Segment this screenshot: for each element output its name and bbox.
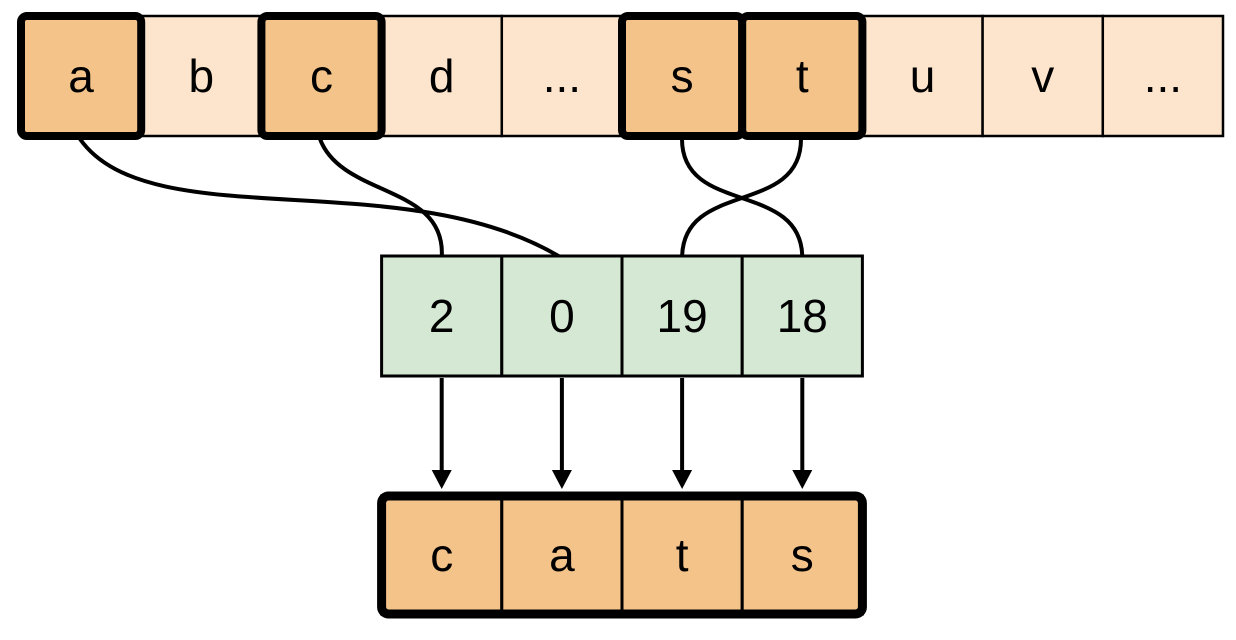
index-cell-2 xyxy=(380,254,504,378)
edge-a-to-0 xyxy=(78,137,563,260)
output-letter-s: s xyxy=(791,529,814,581)
alphabet-cell-d xyxy=(380,14,504,138)
output-letter-a: a xyxy=(549,529,575,581)
alphabet-label-v: v xyxy=(1031,50,1054,102)
edge-c-to-2 xyxy=(318,138,444,259)
arrow-head-3 xyxy=(672,470,693,489)
alphabet-cell-a-highlighted xyxy=(17,12,146,140)
output-letter-c: c xyxy=(430,529,453,581)
index-value-2: 2 xyxy=(429,290,455,342)
arrow-head-2 xyxy=(551,470,572,489)
alphabet-label-ellipsis-left: ... xyxy=(543,50,581,102)
arrow-head-1 xyxy=(431,470,452,489)
alphabet-cell-v xyxy=(981,14,1105,138)
output-word-row: c a t s xyxy=(377,491,867,619)
alphabet-cell-b xyxy=(139,14,263,138)
index-cell-19 xyxy=(620,254,744,378)
index-to-output-arrows xyxy=(431,378,813,489)
alphabet-cell-c-highlighted xyxy=(257,12,386,140)
index-cell-18 xyxy=(740,254,864,378)
index-value-0: 0 xyxy=(549,290,575,342)
alphabet-label-d: d xyxy=(429,50,455,102)
alphabet-cell-t-highlighted xyxy=(738,12,867,140)
alphabet-cell-ellipsis-left xyxy=(500,14,624,138)
alphabet-label-s: s xyxy=(671,50,694,102)
index-value-18: 18 xyxy=(777,290,828,342)
alphabet-cell-ellipsis-right xyxy=(1101,14,1225,138)
alphabet-label-a: a xyxy=(68,50,94,102)
output-row-border xyxy=(377,491,867,619)
arrow-head-4 xyxy=(792,470,813,489)
edge-t-to-19 xyxy=(680,138,803,259)
output-letter-t: t xyxy=(676,529,689,581)
index-row: 2 0 19 18 xyxy=(380,254,864,378)
alphabet-label-c: c xyxy=(310,50,333,102)
index-value-19: 19 xyxy=(657,290,708,342)
alphabet-label-u: u xyxy=(910,50,936,102)
alphabet-label-ellipsis-right: ... xyxy=(1144,50,1182,102)
alphabet-label-b: b xyxy=(189,50,215,102)
alphabet-row: a b c d ... s t u v ... xyxy=(17,12,1225,140)
letter-to-index-edges xyxy=(78,137,805,260)
alphabet-label-t: t xyxy=(796,50,809,102)
